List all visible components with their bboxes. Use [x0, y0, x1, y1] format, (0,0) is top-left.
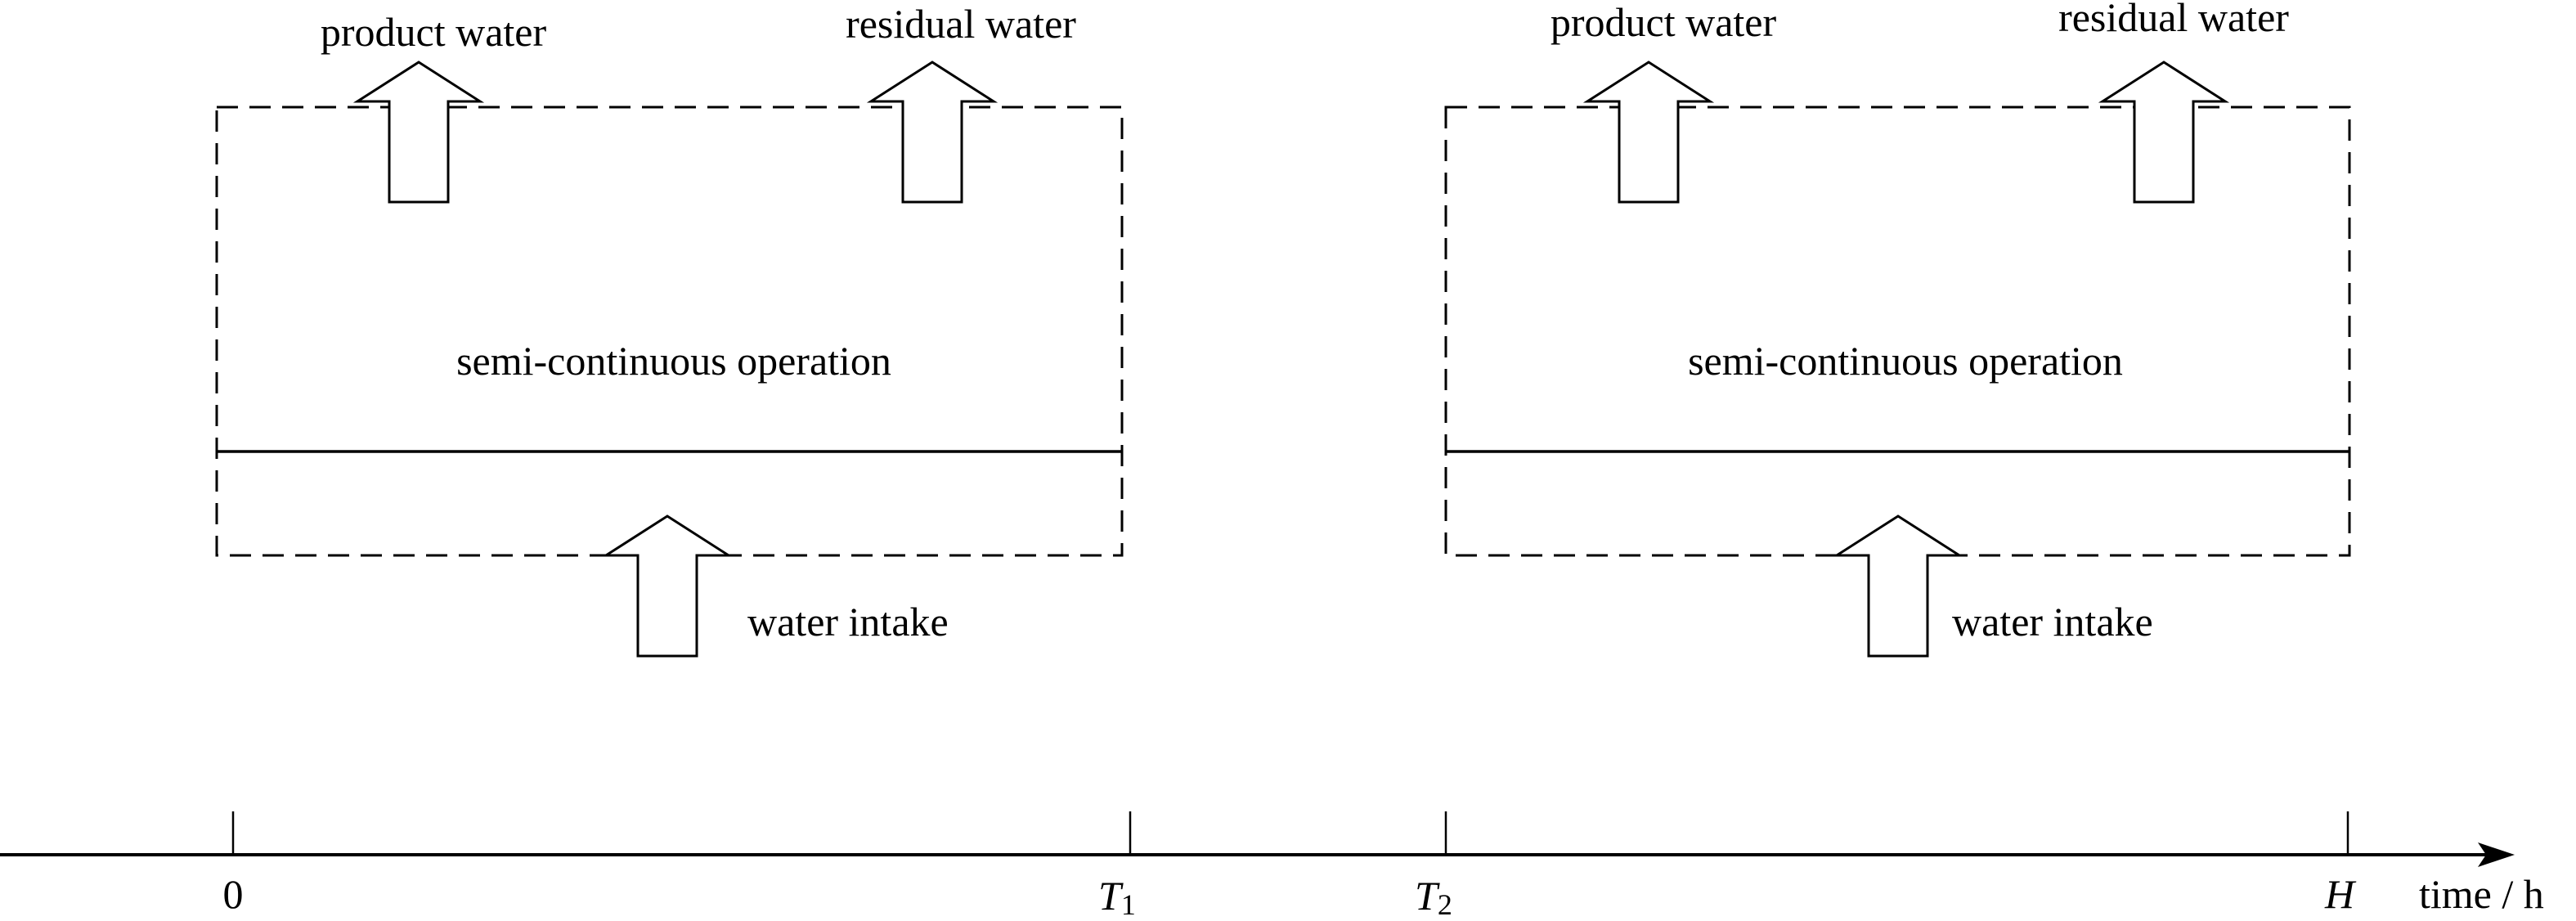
operation-boundary-dashed	[1444, 106, 2351, 557]
phase-1: product water residual water semi-contin…	[215, 1, 1124, 658]
water-intake-label: water intake	[747, 599, 949, 645]
phase-2: product water residual water semi-contin…	[1444, 0, 2351, 658]
product-water-arrow-icon	[1586, 61, 1712, 204]
water-intake-arrow-icon	[1835, 514, 1961, 658]
tick-label-0: 0	[223, 871, 244, 917]
tick-label-t1: T1	[1098, 873, 1136, 921]
operation-label: semi-continuous operation	[1688, 338, 2123, 384]
residual-water-label: residual water	[2058, 0, 2289, 40]
time-axis: 0 T1 T2 H time / h	[0, 811, 2544, 921]
water-intake-label: water intake	[1952, 599, 2153, 645]
residual-water-label: residual water	[846, 1, 1076, 47]
residual-water-arrow-icon	[869, 61, 995, 204]
water-intake-arrow-icon	[604, 514, 730, 658]
tick-label-t2: T2	[1415, 873, 1452, 921]
tick-label-h: H	[2324, 871, 2357, 917]
axis-unit-label: time / h	[2419, 871, 2544, 917]
product-water-label: product water	[1551, 0, 1777, 45]
axis-arrowhead-icon	[2478, 842, 2515, 867]
product-water-arrow-icon	[356, 61, 482, 204]
operation-label: semi-continuous operation	[456, 338, 891, 384]
residual-water-arrow-icon	[2101, 61, 2227, 204]
product-water-label: product water	[321, 9, 547, 55]
operation-boundary-dashed	[215, 106, 1124, 557]
